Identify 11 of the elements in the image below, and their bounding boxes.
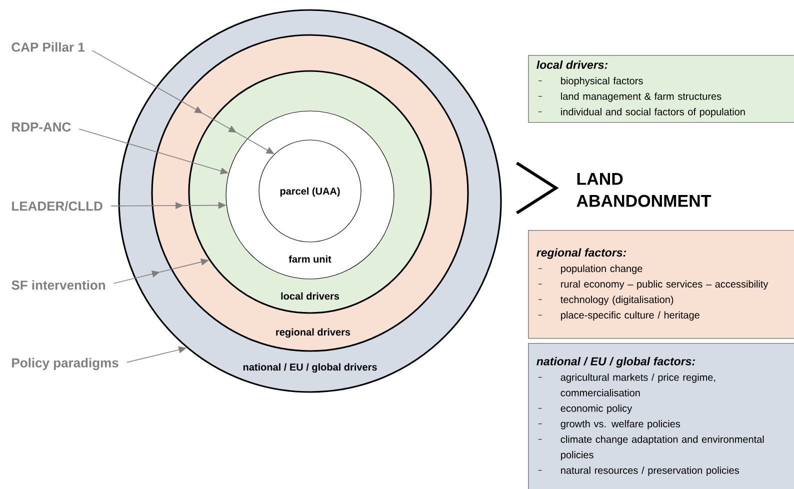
outcome-heading: LAND ABANDONMENT <box>576 173 712 207</box>
policy-label: CAP Pillar 1 <box>12 42 85 52</box>
factor-box: national / EU / global factors: agricultural markets / price regime, commercialisation economic policy growth vs. welfare policies climate change adaptation and environmental policies natural resources / preservation policies <box>528 343 794 489</box>
ring: parcel (UAA) <box>258 140 362 242</box>
policy-label: LEADER/CLLD <box>12 201 102 211</box>
factor-box: regional factors: population change rural economy – public services – accessibility technology (digitalisation) place-specific culture / heritage <box>528 230 794 339</box>
chevron <box>516 162 559 214</box>
factor-box: local drivers: biophysical factors land management & farm structures individual and social factors of population <box>528 55 794 123</box>
policy-label: Policy paradigms <box>12 358 118 370</box>
policy-label: RDP-ANC <box>12 122 71 132</box>
policy-label: SF intervention <box>12 280 106 290</box>
